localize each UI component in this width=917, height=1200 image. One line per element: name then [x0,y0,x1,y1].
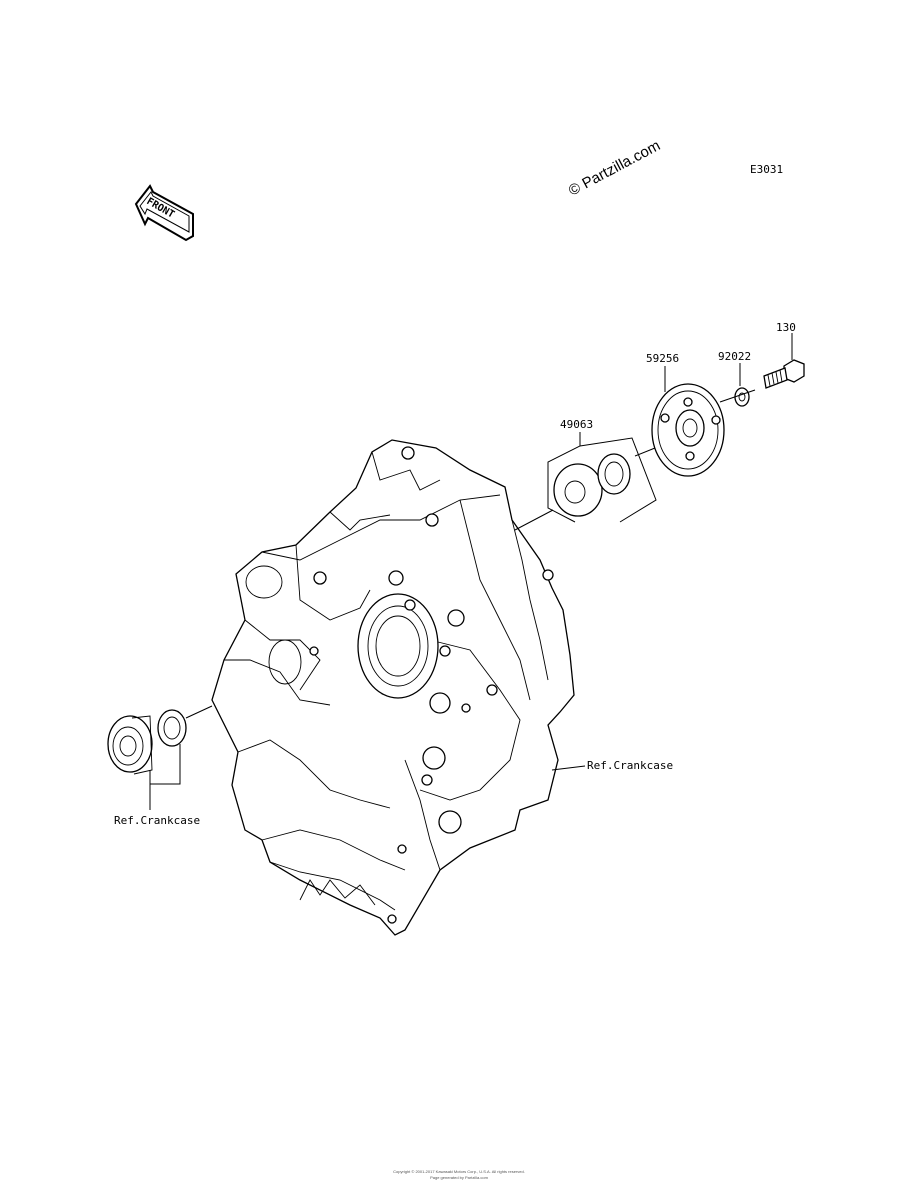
callout-ref-right: Ref.Crankcase [587,759,673,772]
left-bearing [107,715,153,775]
callout-92022: 92022 [718,350,751,363]
diagram-code: E3031 [750,163,783,176]
part-59256-cover [651,383,725,477]
part-130-bolt [763,359,805,389]
part-92022-washer [734,387,750,407]
copyright-line-2: Page generated by Partzilla.com [430,1175,488,1180]
crankcase [211,439,575,936]
callout-ref-left: Ref.Crankcase [114,814,200,827]
front-arrow-icon: FRONT [134,184,194,242]
callout-130: 130 [776,321,796,334]
callout-49063: 49063 [560,418,593,431]
part-49063-seals [553,453,631,517]
callout-59256: 59256 [646,352,679,365]
left-seal [157,709,187,747]
watermark: © Partzilla.com [566,137,663,199]
copyright-line-1: Copyright © 2001-2017 Kawasaki Motors Co… [393,1169,525,1174]
